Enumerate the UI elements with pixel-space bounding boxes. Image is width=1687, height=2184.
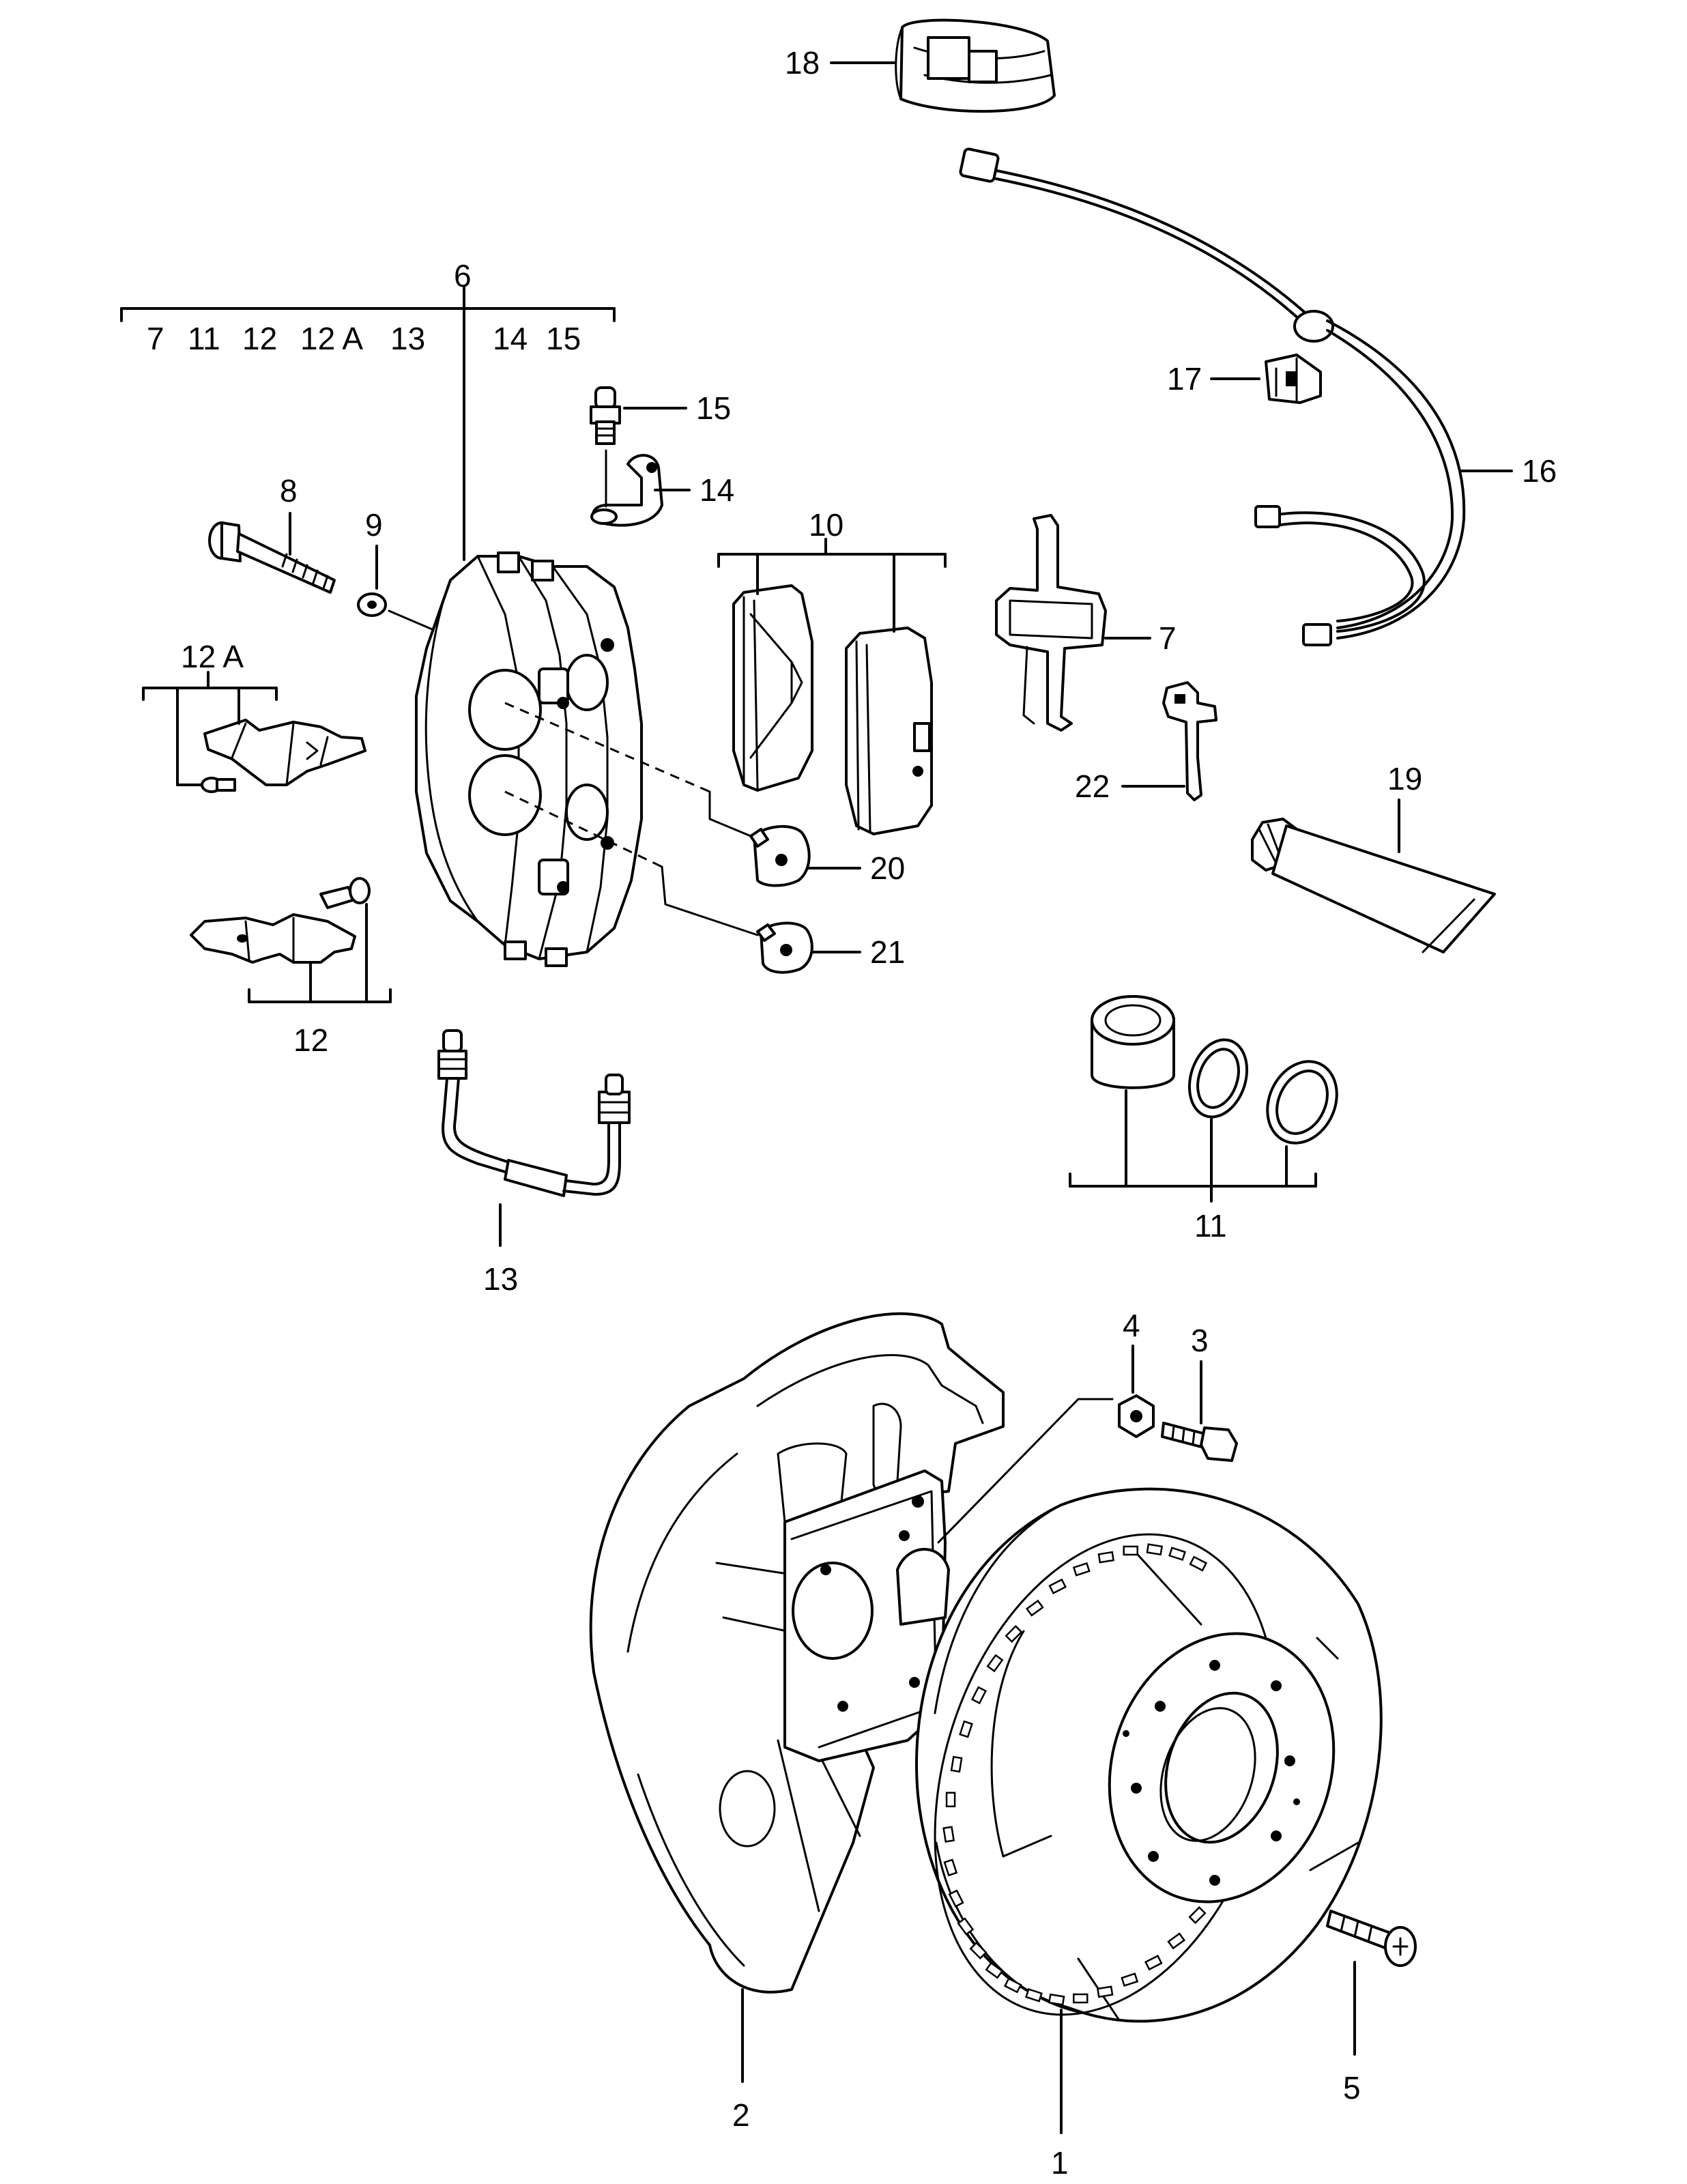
disc-vent-slot <box>950 1755 963 1773</box>
group-6-sub-7: 7 <box>147 321 164 356</box>
disc-vent-slot <box>1121 1972 1139 1987</box>
group-6-bracket <box>120 285 616 561</box>
part-1-disc-ventilation-slots <box>942 1543 1208 2006</box>
disc-vent-slot <box>1005 1624 1023 1643</box>
part-3-bolt <box>1161 1422 1238 1462</box>
label-9: 9 <box>365 507 383 543</box>
part-21-piston-insulator <box>756 921 813 974</box>
part-13-brake-hose <box>437 1029 631 1197</box>
disc-vent-slot <box>945 1792 956 1807</box>
disc-vent-slot <box>943 1858 958 1877</box>
disc-vent-slot <box>985 1962 1004 1979</box>
disc-vent-slot <box>959 1720 973 1738</box>
label-1: 1 <box>1051 2145 1069 2181</box>
disc-vent-slot <box>1025 1599 1044 1617</box>
disc-vent-slot <box>1003 1977 1022 1994</box>
label-13: 13 <box>483 1261 518 1297</box>
disc-vent-slot <box>957 1917 975 1936</box>
disc-vent-slot <box>1048 1578 1067 1594</box>
disc-vent-slot <box>942 1826 955 1843</box>
label-2: 2 <box>732 2097 750 2133</box>
label-18: 18 <box>785 45 820 81</box>
label-17: 17 <box>1167 361 1202 397</box>
part-1-brake-disc <box>915 1487 1383 2023</box>
disc-vent-slot <box>1072 1562 1091 1577</box>
part-22-wear-contact <box>1162 681 1217 801</box>
leader-9-to-caliper <box>388 609 438 633</box>
part-17-cable-clip <box>1265 354 1322 404</box>
disc-vent-slot <box>986 1654 1004 1673</box>
part-4-nut <box>1118 1394 1155 1438</box>
leader-20-solid <box>708 790 752 837</box>
group-6-sub-15: 15 <box>546 321 581 356</box>
disc-vent-slot <box>1123 1545 1138 1556</box>
label-4: 4 <box>1123 1308 1140 1343</box>
label-14: 14 <box>700 472 734 508</box>
label-22: 22 <box>1075 768 1110 804</box>
part-2-dust-shield <box>589 1312 1005 1994</box>
disc-vent-slot <box>1146 1543 1164 1556</box>
disc-vent-slot <box>969 1941 987 1960</box>
part-14-bleeder-bracket <box>590 449 663 527</box>
leader-21-dashed <box>504 790 663 868</box>
part-10-brake-pads <box>732 584 933 835</box>
part-12-pad-retaining-plate <box>190 877 371 964</box>
leader-3-4-to-shield <box>937 1398 1114 1544</box>
leader-21-solid <box>661 865 759 936</box>
part-6-brake-caliper <box>415 551 643 967</box>
part-9-washer <box>357 592 387 617</box>
group-12a-bracket <box>142 671 278 786</box>
disc-vent-slot <box>1188 1906 1207 1925</box>
part-12a-anti-rattle-plate <box>201 719 366 793</box>
part-8-caliper-bolt <box>208 521 336 594</box>
group-12-bracket <box>248 903 392 1003</box>
disc-vent-slot <box>948 1889 964 1908</box>
disc-vent-slot <box>1048 1993 1065 2006</box>
part-7-pad-spring <box>995 514 1107 732</box>
group-10-bracket <box>717 538 947 633</box>
group-6-sub-12: 12 <box>242 321 277 356</box>
part-19-paste-tube <box>1251 818 1496 953</box>
part-5-disc-screw <box>1326 1910 1417 1967</box>
group-6-sub-11: 11 <box>188 321 220 356</box>
group-6-sub-13: 13 <box>390 321 425 356</box>
label-12: 12 <box>293 1022 328 1058</box>
part-16-wear-sensor-cable <box>959 147 1466 646</box>
disc-vent-slot <box>970 1686 987 1705</box>
disc-vent-slot <box>1168 1547 1187 1562</box>
label-5: 5 <box>1343 2070 1361 2106</box>
disc-vent-slot <box>1096 1985 1114 1998</box>
leader-20-dashed <box>504 702 710 793</box>
label-8: 8 <box>280 473 298 508</box>
label-12a: 12 A <box>181 639 244 674</box>
part-18-sensor-clip-sleeve <box>895 18 1056 113</box>
label-16: 16 <box>1522 453 1557 489</box>
label-7: 7 <box>1159 620 1177 656</box>
part-15-bleeder-screw <box>590 386 621 445</box>
disc-vent-slot <box>1024 1987 1043 2002</box>
disc-vent-slot <box>1167 1932 1186 1950</box>
group-6-sub-12a: 12 A <box>300 321 363 356</box>
label-15: 15 <box>696 390 731 426</box>
label-3: 3 <box>1191 1323 1209 1358</box>
label-21: 21 <box>870 934 905 970</box>
label-19: 19 <box>1387 761 1422 796</box>
disc-vent-slot <box>1189 1555 1208 1572</box>
disc-vent-slot <box>1097 1551 1115 1564</box>
label-11: 11 <box>1194 1208 1227 1244</box>
disc-vent-slot <box>1144 1955 1163 1971</box>
label-10: 10 <box>809 507 844 543</box>
label-20: 20 <box>870 850 905 886</box>
disc-vent-slot <box>1073 1993 1088 2004</box>
group-11-bracket <box>1069 1089 1317 1203</box>
label-6: 6 <box>454 258 472 293</box>
part-20-piston-insulator <box>749 824 811 887</box>
group-6-sub-14: 14 <box>493 321 528 356</box>
part-11-piston-seal-kit <box>1091 995 1338 1145</box>
